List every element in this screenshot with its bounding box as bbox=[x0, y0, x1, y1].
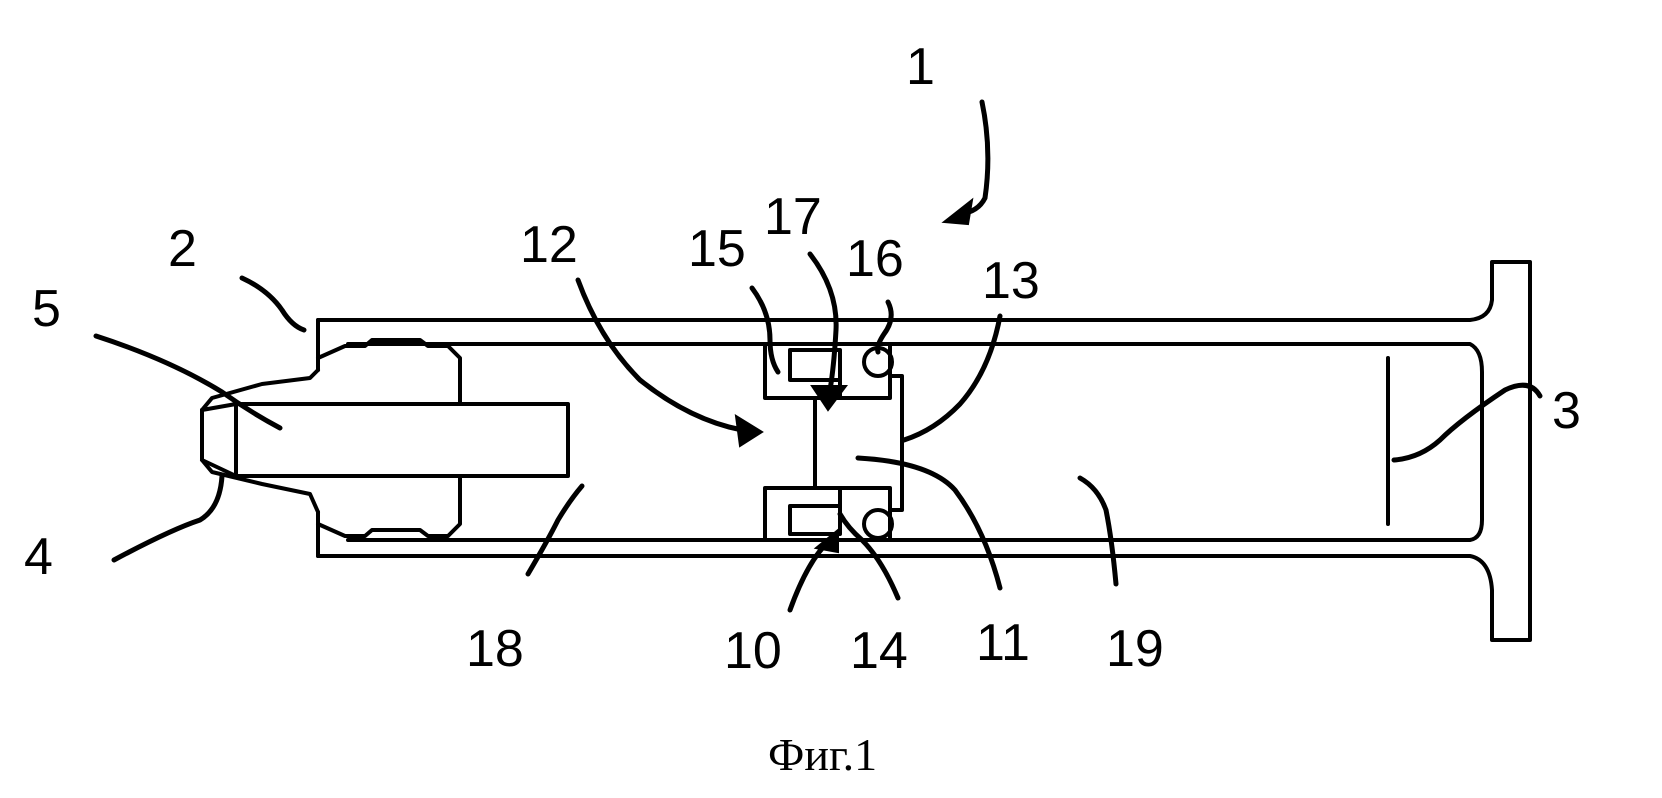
label-12: 12 bbox=[520, 216, 578, 274]
label-17: 17 bbox=[764, 188, 822, 246]
label-14: 14 bbox=[850, 622, 908, 680]
label-4: 4 bbox=[24, 528, 53, 586]
label-18: 18 bbox=[466, 620, 524, 678]
label-2: 2 bbox=[168, 220, 197, 278]
figure-caption: Фиг.1 bbox=[768, 729, 877, 780]
device-body bbox=[318, 262, 1530, 640]
left-connector bbox=[202, 340, 568, 536]
label-3: 3 bbox=[1552, 382, 1581, 440]
label-5: 5 bbox=[32, 280, 61, 338]
label-19: 19 bbox=[1106, 620, 1164, 678]
label-15: 15 bbox=[688, 220, 746, 278]
label-10: 10 bbox=[724, 622, 782, 680]
label-1: 1 bbox=[906, 38, 935, 96]
label-11: 11 bbox=[976, 614, 1030, 672]
label-13: 13 bbox=[982, 252, 1040, 310]
label-16: 16 bbox=[846, 230, 904, 288]
